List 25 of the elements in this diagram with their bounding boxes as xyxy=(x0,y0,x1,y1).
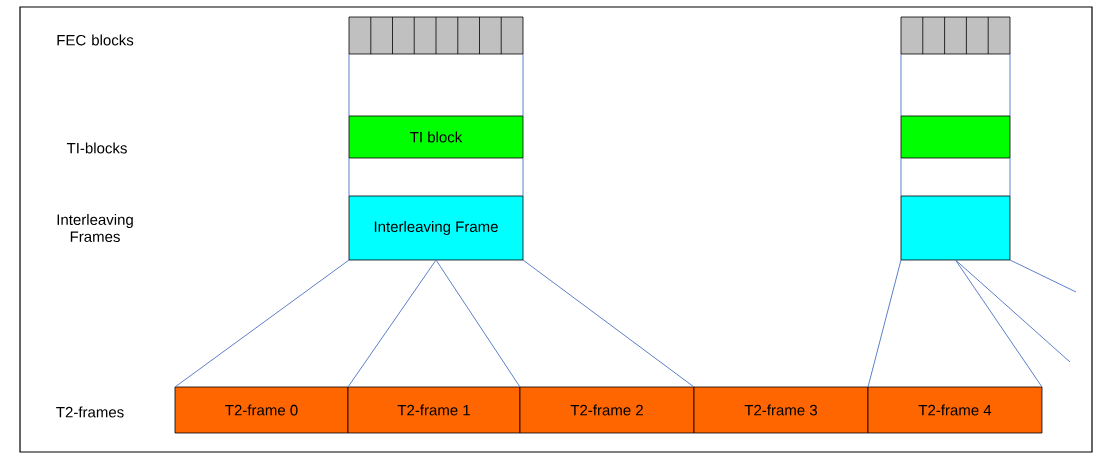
empty-box xyxy=(900,115,1011,159)
connector-line xyxy=(348,53,524,117)
row-label: Interleaving Frames xyxy=(57,214,133,242)
block-bar xyxy=(900,16,1011,55)
connector-line xyxy=(900,53,1011,117)
frame-box: T2-frame 2 xyxy=(519,386,695,434)
frame-box: T2-frame 0 xyxy=(174,386,349,434)
connector-line xyxy=(867,259,1043,388)
block-box: TI block xyxy=(348,115,524,159)
connector-line xyxy=(522,259,695,388)
connector-line xyxy=(174,259,350,388)
connector-line xyxy=(1009,259,1077,293)
block-bar xyxy=(348,16,524,55)
frame-box: Interleaving Frame xyxy=(348,195,524,261)
empty-box xyxy=(900,195,1011,261)
frame-box: T2-frame 4 xyxy=(867,386,1043,434)
row-label: FEC blocks xyxy=(57,34,134,46)
frame-box: T2-frame 1 xyxy=(347,386,521,434)
connector-line xyxy=(348,157,524,197)
connector-line xyxy=(347,259,521,388)
frame-box: T2-frame 3 xyxy=(693,386,869,434)
connector-line xyxy=(900,157,1011,197)
connector-line xyxy=(955,259,1071,363)
row-label: TI-blocks xyxy=(66,142,127,154)
row-label: T2-frames xyxy=(56,406,124,418)
